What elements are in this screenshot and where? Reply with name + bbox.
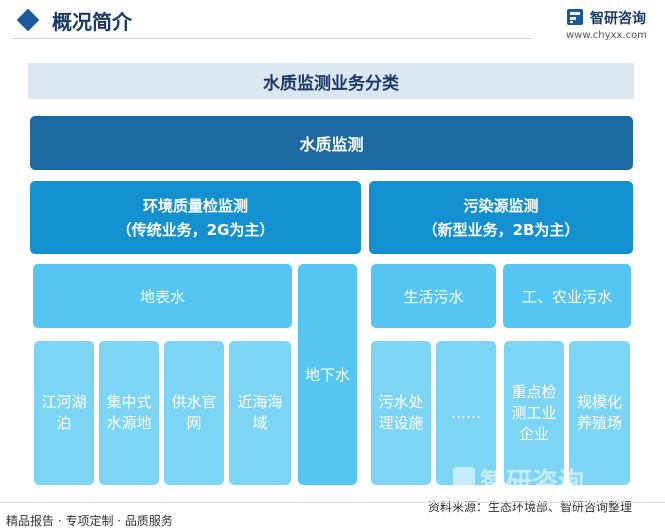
footer-divider xyxy=(0,502,665,503)
node-key-industrial: 重点检测工业企业 xyxy=(504,341,564,485)
watermark-logo-icon xyxy=(453,467,475,489)
node-rivers-lakes: 江河湖泊 xyxy=(34,341,94,485)
node-groundwater: 地下水 xyxy=(298,264,357,485)
node-pollution-source: 污染源监测 （新型业务，2B为主） xyxy=(369,181,633,254)
node-water-source: 集中式水源地 xyxy=(99,341,159,485)
brand-name: 智研咨询 xyxy=(590,11,646,27)
source-note: 资料来源：生态环境部、智研咨询整理 xyxy=(428,500,633,514)
node-pollution-source-title: 污染源监测 xyxy=(463,196,539,215)
diagram-title: 水质监测业务分类 xyxy=(28,63,634,99)
node-environment-quality-subtitle: （传统业务，2G为主） xyxy=(116,220,275,239)
node-root: 水质监测 xyxy=(30,116,633,170)
node-industrial-sewage: 工、农业污水 xyxy=(503,264,631,328)
node-surface-water: 地表水 xyxy=(33,264,292,328)
node-environment-quality: 环境质量检监测 （传统业务，2G为主） xyxy=(30,181,361,254)
watermark-text: 智研咨询 xyxy=(480,468,585,498)
brand-logo-icon xyxy=(567,9,583,25)
node-livestock-farms: 规模化养殖场 xyxy=(569,341,630,485)
node-water-supply-network: 供水官网 xyxy=(164,341,224,485)
node-sewage-facilities: 污水处理设施 xyxy=(371,341,431,485)
brand-url: www.chyxx.com xyxy=(566,30,647,41)
node-ellipsis: …… xyxy=(436,341,496,485)
node-pollution-source-subtitle: （新型业务，2B为主） xyxy=(422,220,580,239)
node-coastal-waters: 近海海域 xyxy=(229,341,291,485)
node-domestic-sewage: 生活污水 xyxy=(371,264,496,328)
node-environment-quality-title: 环境质量检监测 xyxy=(142,196,248,215)
section-title: 概况简介 xyxy=(52,10,132,34)
section-diamond-icon xyxy=(16,8,40,32)
footer-slogan: 精品报告 · 专项定制 · 品质服务 xyxy=(6,514,173,528)
title-divider xyxy=(12,38,532,39)
